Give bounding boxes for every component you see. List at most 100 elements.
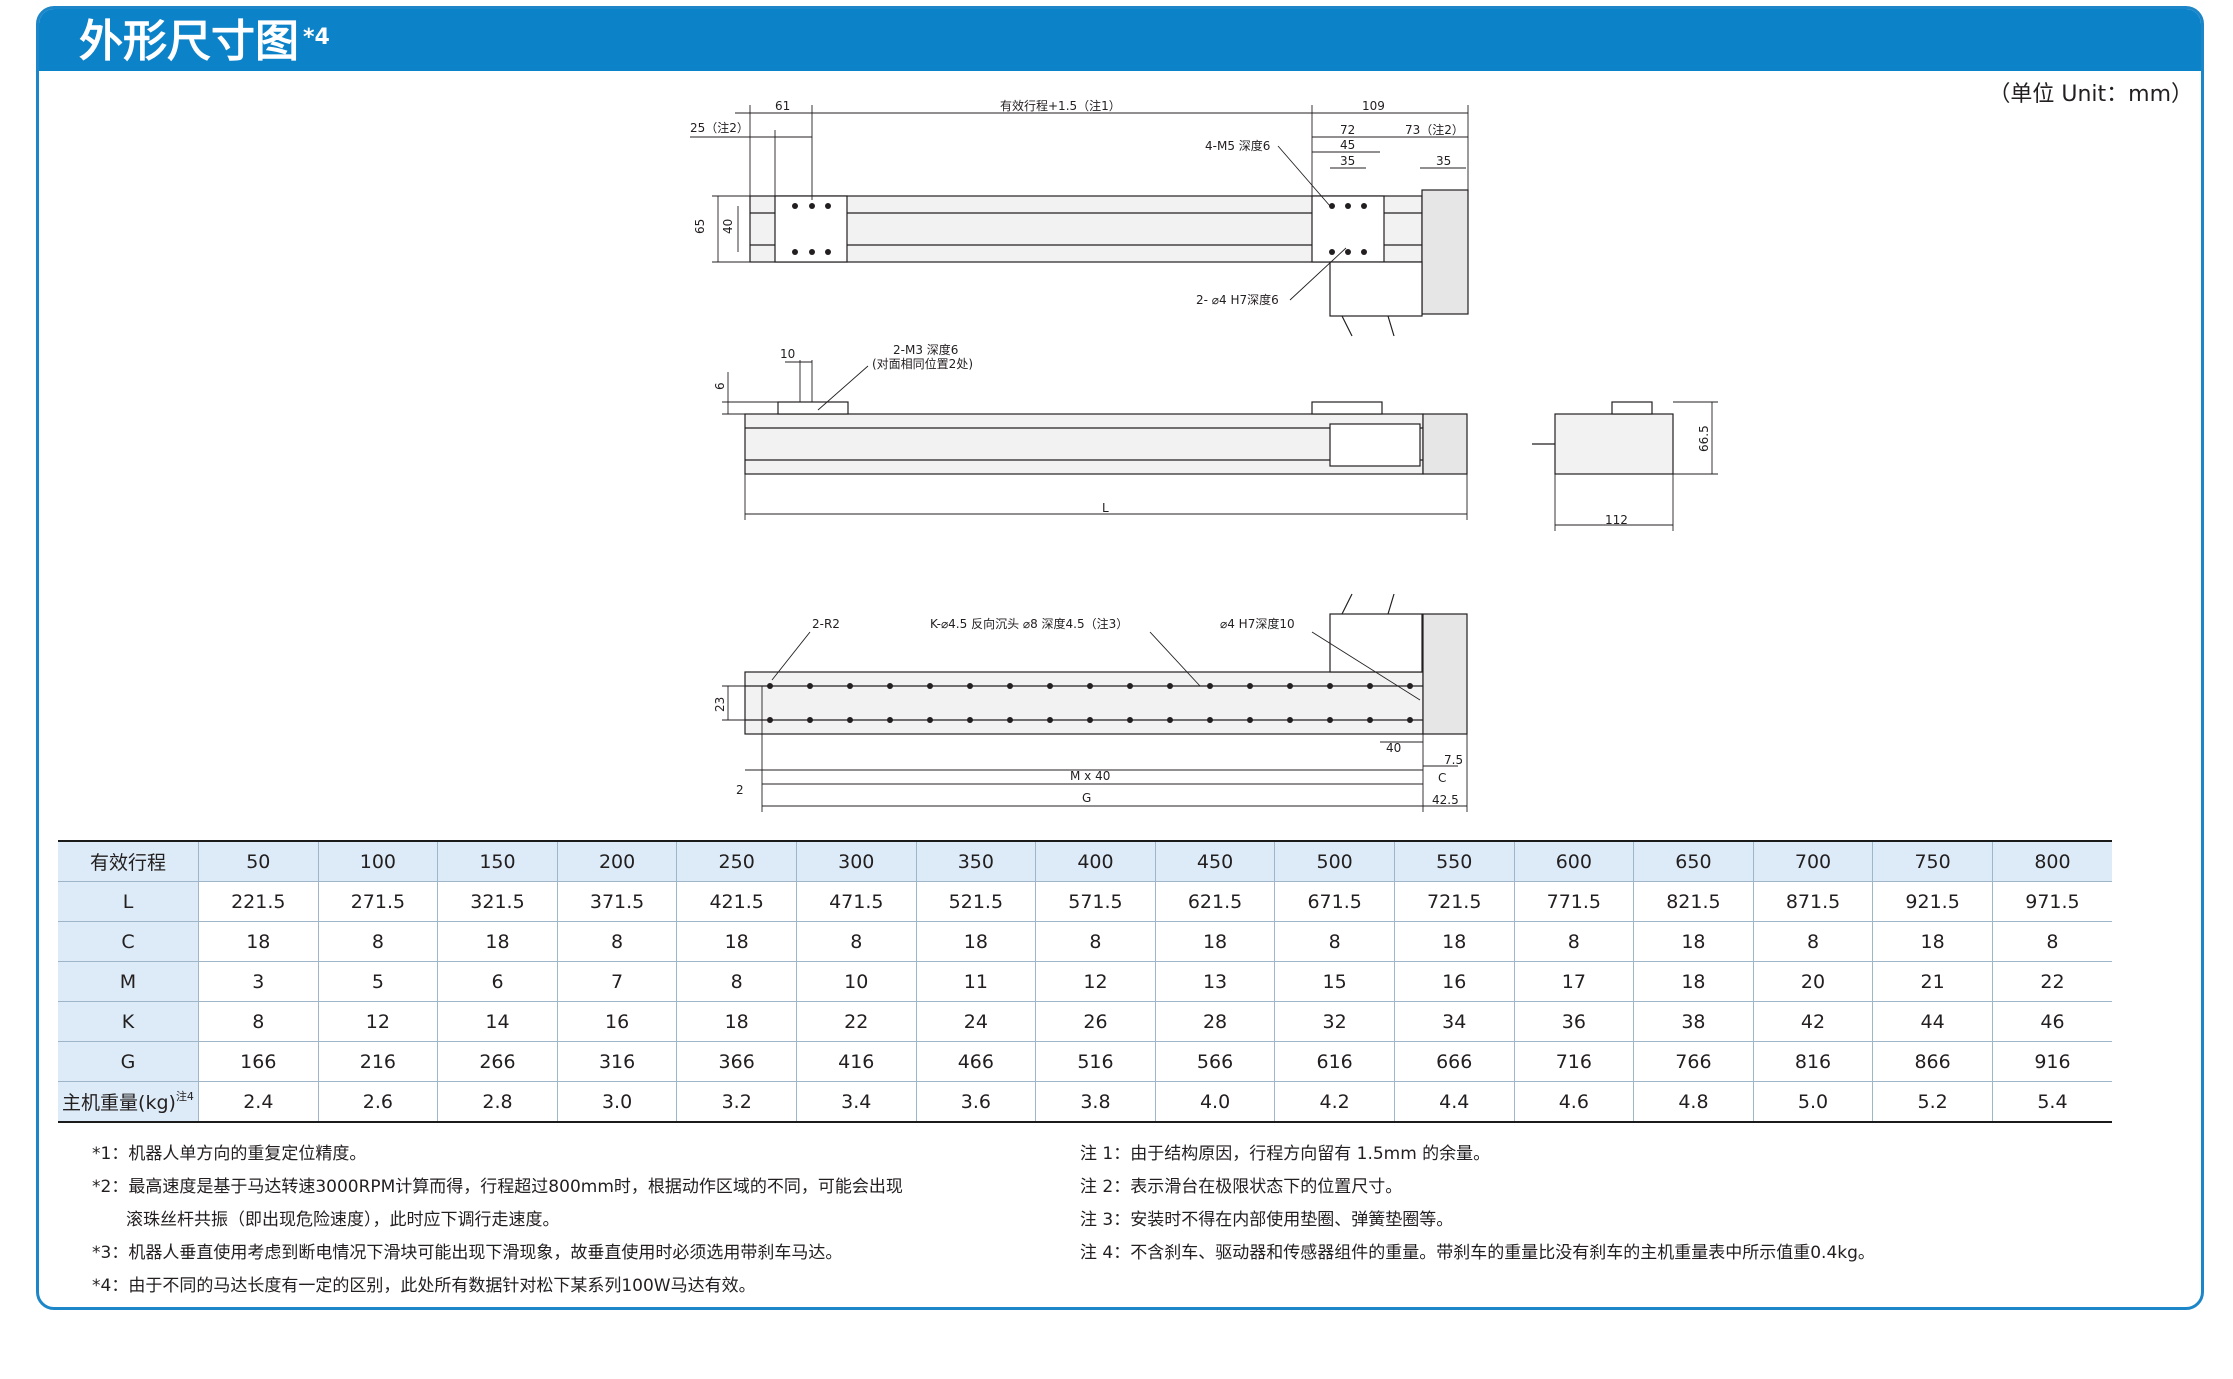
side-view [744,401,1674,475]
table-cell: 3 [198,961,319,1002]
callout-label: 4-M5 深度6 [1205,138,1270,153]
table-cell: 471.5 [795,881,917,922]
table-cell: 821.5 [1633,881,1754,922]
hole-mark [809,203,815,209]
callout-label: 2-R2 [812,617,840,631]
dimension-drawing: 25（注2） 61 有效行程+1.5（注1） 109 72 73（注2） 45 … [690,98,1718,812]
hole-mark [1345,249,1351,255]
leader-line [771,631,811,681]
hole-mark [825,203,831,209]
table-cell: 500 [1274,840,1395,882]
hole-mark [887,717,893,723]
table-cell: 21 [1872,961,1993,1002]
table-cell: 18 [437,921,558,962]
table-cell: 5 [317,961,438,1002]
table-cell: 18 [676,921,797,962]
top-sensor-cable [1341,315,1353,337]
row-header: 有效行程 [58,840,199,882]
note-item: 注 4：不含刹车、驱动器和传感器组件的重量。带刹车的重量比没有刹车的主机重量表中… [1080,1243,1875,1263]
table-cell: 42 [1752,1001,1873,1042]
table-cell: 771.5 [1513,881,1634,922]
table-cell: 400 [1035,840,1156,882]
table-cell: 650 [1633,840,1754,882]
top-view [749,189,1469,337]
table-cell: 18 [1633,921,1754,962]
callout-label: ⌀4 H7深度10 [1220,616,1295,631]
table-cell: 18 [198,921,319,962]
dim-label: 25（注2） [690,120,749,135]
hole-mark [1047,717,1053,723]
notes-left: *1：机器人单方向的重复定位精度。*2：最高速度是基于马达转速3000RPM计算… [92,1138,1052,1303]
table-cell: 34 [1393,1001,1515,1042]
table-cell: 750 [1872,840,1993,882]
hole-mark [1329,203,1335,209]
table-cell: 4.6 [1513,1081,1634,1123]
table-cell: 350 [915,840,1036,882]
table-cell: 466 [915,1041,1036,1082]
note-item: *1：机器人单方向的重复定位精度。 [92,1144,367,1164]
table-cell: 3.0 [556,1081,677,1123]
hole-mark [809,249,815,255]
hole-mark [1047,683,1053,689]
end-view-block [1554,413,1674,475]
table-cell: 12 [317,1001,438,1042]
hole-mark [887,683,893,689]
table-cell: 166 [198,1041,319,1082]
hole-mark [967,683,973,689]
table-cell: 3.8 [1035,1081,1156,1123]
hole-mark [1207,683,1213,689]
title-banner: 外形尺寸图*4 [39,9,2201,71]
dim-label: 有效行程+1.5（注1） [1000,98,1121,113]
hole-mark [792,203,798,209]
dim-label: 45 [1340,138,1355,152]
bottom-sensor-cable [1341,593,1353,615]
table-cell: 4.8 [1633,1081,1754,1123]
hole-mark [1127,683,1133,689]
leader-line [1311,631,1421,701]
row-header: M [58,961,199,1002]
callout-label: K-⌀4.5 反向沉头 ⌀8 深度4.5（注3） [930,616,1128,631]
note-item: *4：由于不同的马达长度有一定的区别，此处所有数据针对松下某系列100W马达有效… [92,1276,756,1296]
table-cell: 11 [915,961,1036,1002]
table-cell: 250 [676,840,797,882]
bottom-rail-body [744,671,1424,735]
table-cell: 28 [1154,1001,1275,1042]
hole-mark [1361,249,1367,255]
table-cell: 3.6 [915,1081,1036,1123]
hole-mark [1361,203,1367,209]
table-cell: 14 [437,1001,558,1042]
hole-mark [1167,717,1173,723]
table-cell: 421.5 [676,881,797,922]
hole-mark [807,717,813,723]
table-cell: 200 [556,840,677,882]
table-cell: 3.2 [676,1081,797,1123]
table-cell: 5.4 [1991,1081,2112,1123]
table-cell: 18 [1633,961,1754,1002]
table-cell: 2.4 [198,1081,319,1123]
dim-label: 66.5 [1697,425,1711,452]
hole-mark [1367,683,1373,689]
table-cell: 8 [556,921,677,962]
table-cell: 100 [317,840,438,882]
dim-label: 40 [721,219,735,234]
table-cell: 18 [676,1001,797,1042]
hole-mark [847,717,853,723]
table-cell: 616 [1274,1041,1395,1082]
table-cell: 16 [1393,961,1515,1002]
dim-label: G [1082,791,1091,805]
table-cell: 22 [1991,961,2112,1002]
page-title: 外形尺寸图*4 [79,16,330,67]
dim-label: 73（注2） [1405,122,1464,137]
leader-line [817,365,869,411]
table-cell: 550 [1393,840,1515,882]
table-cell: 416 [795,1041,917,1082]
side-motor-block [1422,413,1468,475]
side-dimension-lines [722,360,1718,531]
table-cell: 571.5 [1035,881,1156,922]
table-cell: 36 [1513,1001,1634,1042]
table-cell: 671.5 [1274,881,1395,922]
